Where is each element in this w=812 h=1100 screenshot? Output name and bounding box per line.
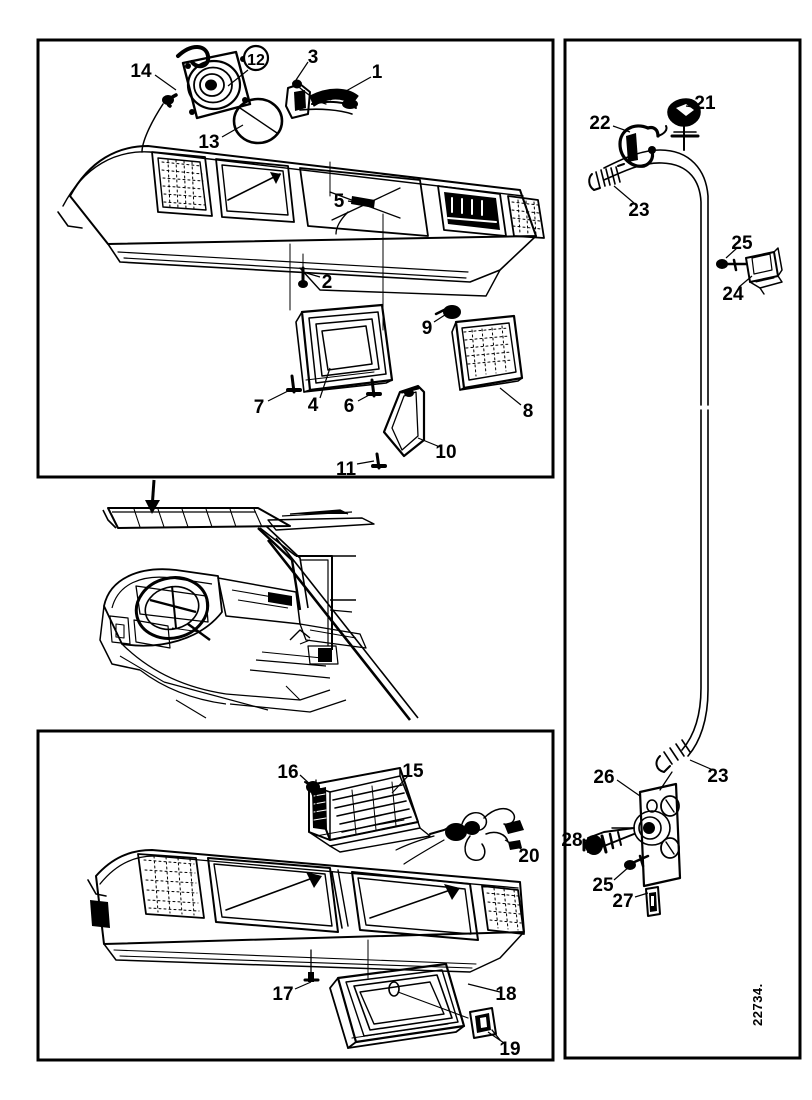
side-trim-panel xyxy=(371,384,426,470)
assembly-reference-lines xyxy=(289,161,384,331)
callout-circle-12 xyxy=(242,44,270,72)
panel-frame-bottom-left xyxy=(36,729,555,1062)
drawing-reference-number: 22734. xyxy=(750,983,765,1026)
callout-11: 11 xyxy=(336,459,357,480)
cab-interior-illustration xyxy=(99,479,419,721)
instrument-panel-body xyxy=(57,145,545,297)
callout-23-lower: 23 xyxy=(707,766,728,787)
callout-5: 5 xyxy=(334,191,345,212)
washer-hose-upper xyxy=(588,149,709,406)
callout-24: 24 xyxy=(722,284,744,305)
loudspeaker-assembly xyxy=(141,45,252,153)
callout-26: 26 xyxy=(593,767,614,788)
callout-3: 3 xyxy=(308,47,319,68)
latch-catch xyxy=(469,1007,501,1041)
callout-15: 15 xyxy=(402,761,424,782)
callout-10: 10 xyxy=(435,442,456,463)
clip-part-27 xyxy=(645,886,661,917)
defroster-duct-assembly xyxy=(285,79,359,119)
callout-23-upper: 23 xyxy=(628,200,649,221)
glove-box-frame xyxy=(329,962,469,1049)
panel-frame-top-left xyxy=(36,38,555,479)
callout-14: 14 xyxy=(130,61,152,82)
callout-19: 19 xyxy=(499,1039,520,1060)
bottom-left-panel-artwork xyxy=(87,767,525,1049)
washer-pump xyxy=(716,247,783,295)
callout-16: 16 xyxy=(277,762,298,783)
panel-frame-right xyxy=(563,38,802,1060)
heater-matrix-unit xyxy=(304,767,431,853)
callout-6: 6 xyxy=(344,396,355,417)
screw-part-25-lower xyxy=(624,854,650,870)
callout-20: 20 xyxy=(518,846,539,867)
top-left-panel-artwork xyxy=(57,45,545,470)
callout-25-lower: 25 xyxy=(592,875,614,896)
callout-27: 27 xyxy=(612,891,633,912)
callout-17: 17 xyxy=(272,984,293,1005)
callout-12: 12 xyxy=(247,52,265,69)
right-panel-artwork xyxy=(582,98,783,917)
callout-25-upper: 25 xyxy=(731,233,753,254)
callout-28: 28 xyxy=(561,830,582,851)
screw-part-17 xyxy=(303,949,320,982)
lower-instrument-panel xyxy=(87,849,525,973)
callout-8: 8 xyxy=(523,401,534,422)
speaker-gasket-ring xyxy=(232,97,284,145)
callout-leader-lines xyxy=(154,61,753,1044)
callout-4: 4 xyxy=(308,395,319,416)
callout-22: 22 xyxy=(589,113,610,134)
panel-frames xyxy=(36,38,802,1062)
callout-labels: 1 2 3 4 5 6 7 8 9 10 11 12 13 14 15 16 1… xyxy=(130,44,753,1060)
callout-18: 18 xyxy=(495,984,516,1005)
callout-21: 21 xyxy=(694,93,716,114)
speaker-grille-cover xyxy=(451,314,524,391)
callout-13: 13 xyxy=(198,132,219,153)
retaining-clip xyxy=(618,124,668,168)
callout-7: 7 xyxy=(254,397,265,418)
callout-1: 1 xyxy=(372,62,383,83)
wiring-harness xyxy=(395,807,524,865)
mounting-bracket-plate xyxy=(611,771,682,888)
svg-text:22734.: 22734. xyxy=(750,983,765,1026)
callout-9: 9 xyxy=(422,318,433,339)
callout-2: 2 xyxy=(322,272,333,293)
washer-hose-lower xyxy=(655,409,709,773)
knob-part-9 xyxy=(434,305,461,319)
instrument-cluster-bezel xyxy=(286,303,394,398)
non-return-valve xyxy=(582,827,635,855)
screw-part-2 xyxy=(298,266,308,288)
